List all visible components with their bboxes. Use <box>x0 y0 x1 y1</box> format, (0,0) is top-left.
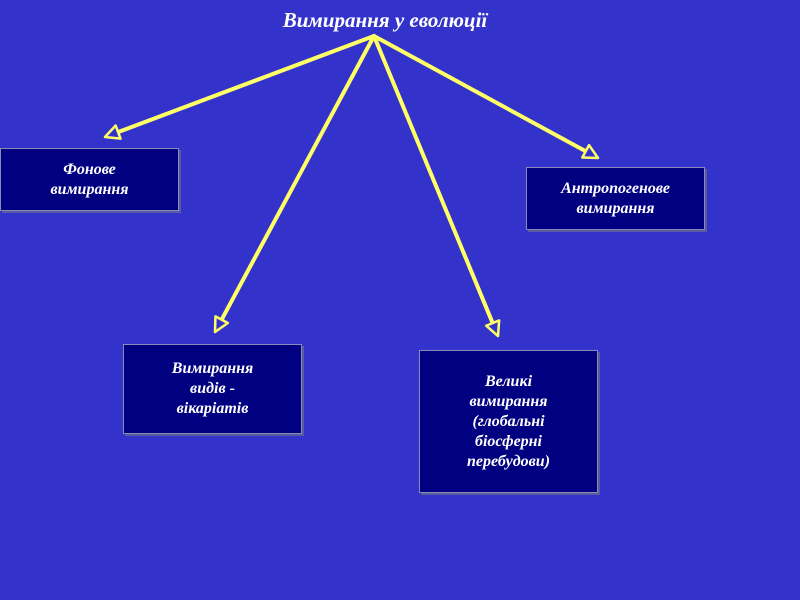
node-anthropogenic-extinction: Антропогенове вимирання <box>526 167 705 230</box>
node-label: Фонове вимирання <box>50 160 129 198</box>
diagram-title: Вимирання у еволюції <box>282 8 488 32</box>
arrowhead <box>484 319 501 338</box>
node-vicariant-extinction: Вимирання видів - вікаріатів <box>123 344 302 434</box>
connector-line <box>372 34 495 326</box>
connector-line <box>219 34 376 322</box>
node-label: Вимирання видів - вікаріатів <box>171 360 254 417</box>
connector-line <box>116 34 376 135</box>
arrowhead <box>103 124 122 140</box>
node-mass-extinction: Великі вимирання (глобальні біосферні пе… <box>419 350 598 493</box>
arrowhead <box>581 143 600 160</box>
node-background-extinction: Фонове вимирання <box>0 148 179 211</box>
arrowhead <box>213 315 230 334</box>
node-label: Великі вимирання (глобальні біосферні пе… <box>466 372 551 470</box>
connector-line <box>372 34 588 154</box>
node-label: Антропогенове вимирання <box>561 179 670 217</box>
